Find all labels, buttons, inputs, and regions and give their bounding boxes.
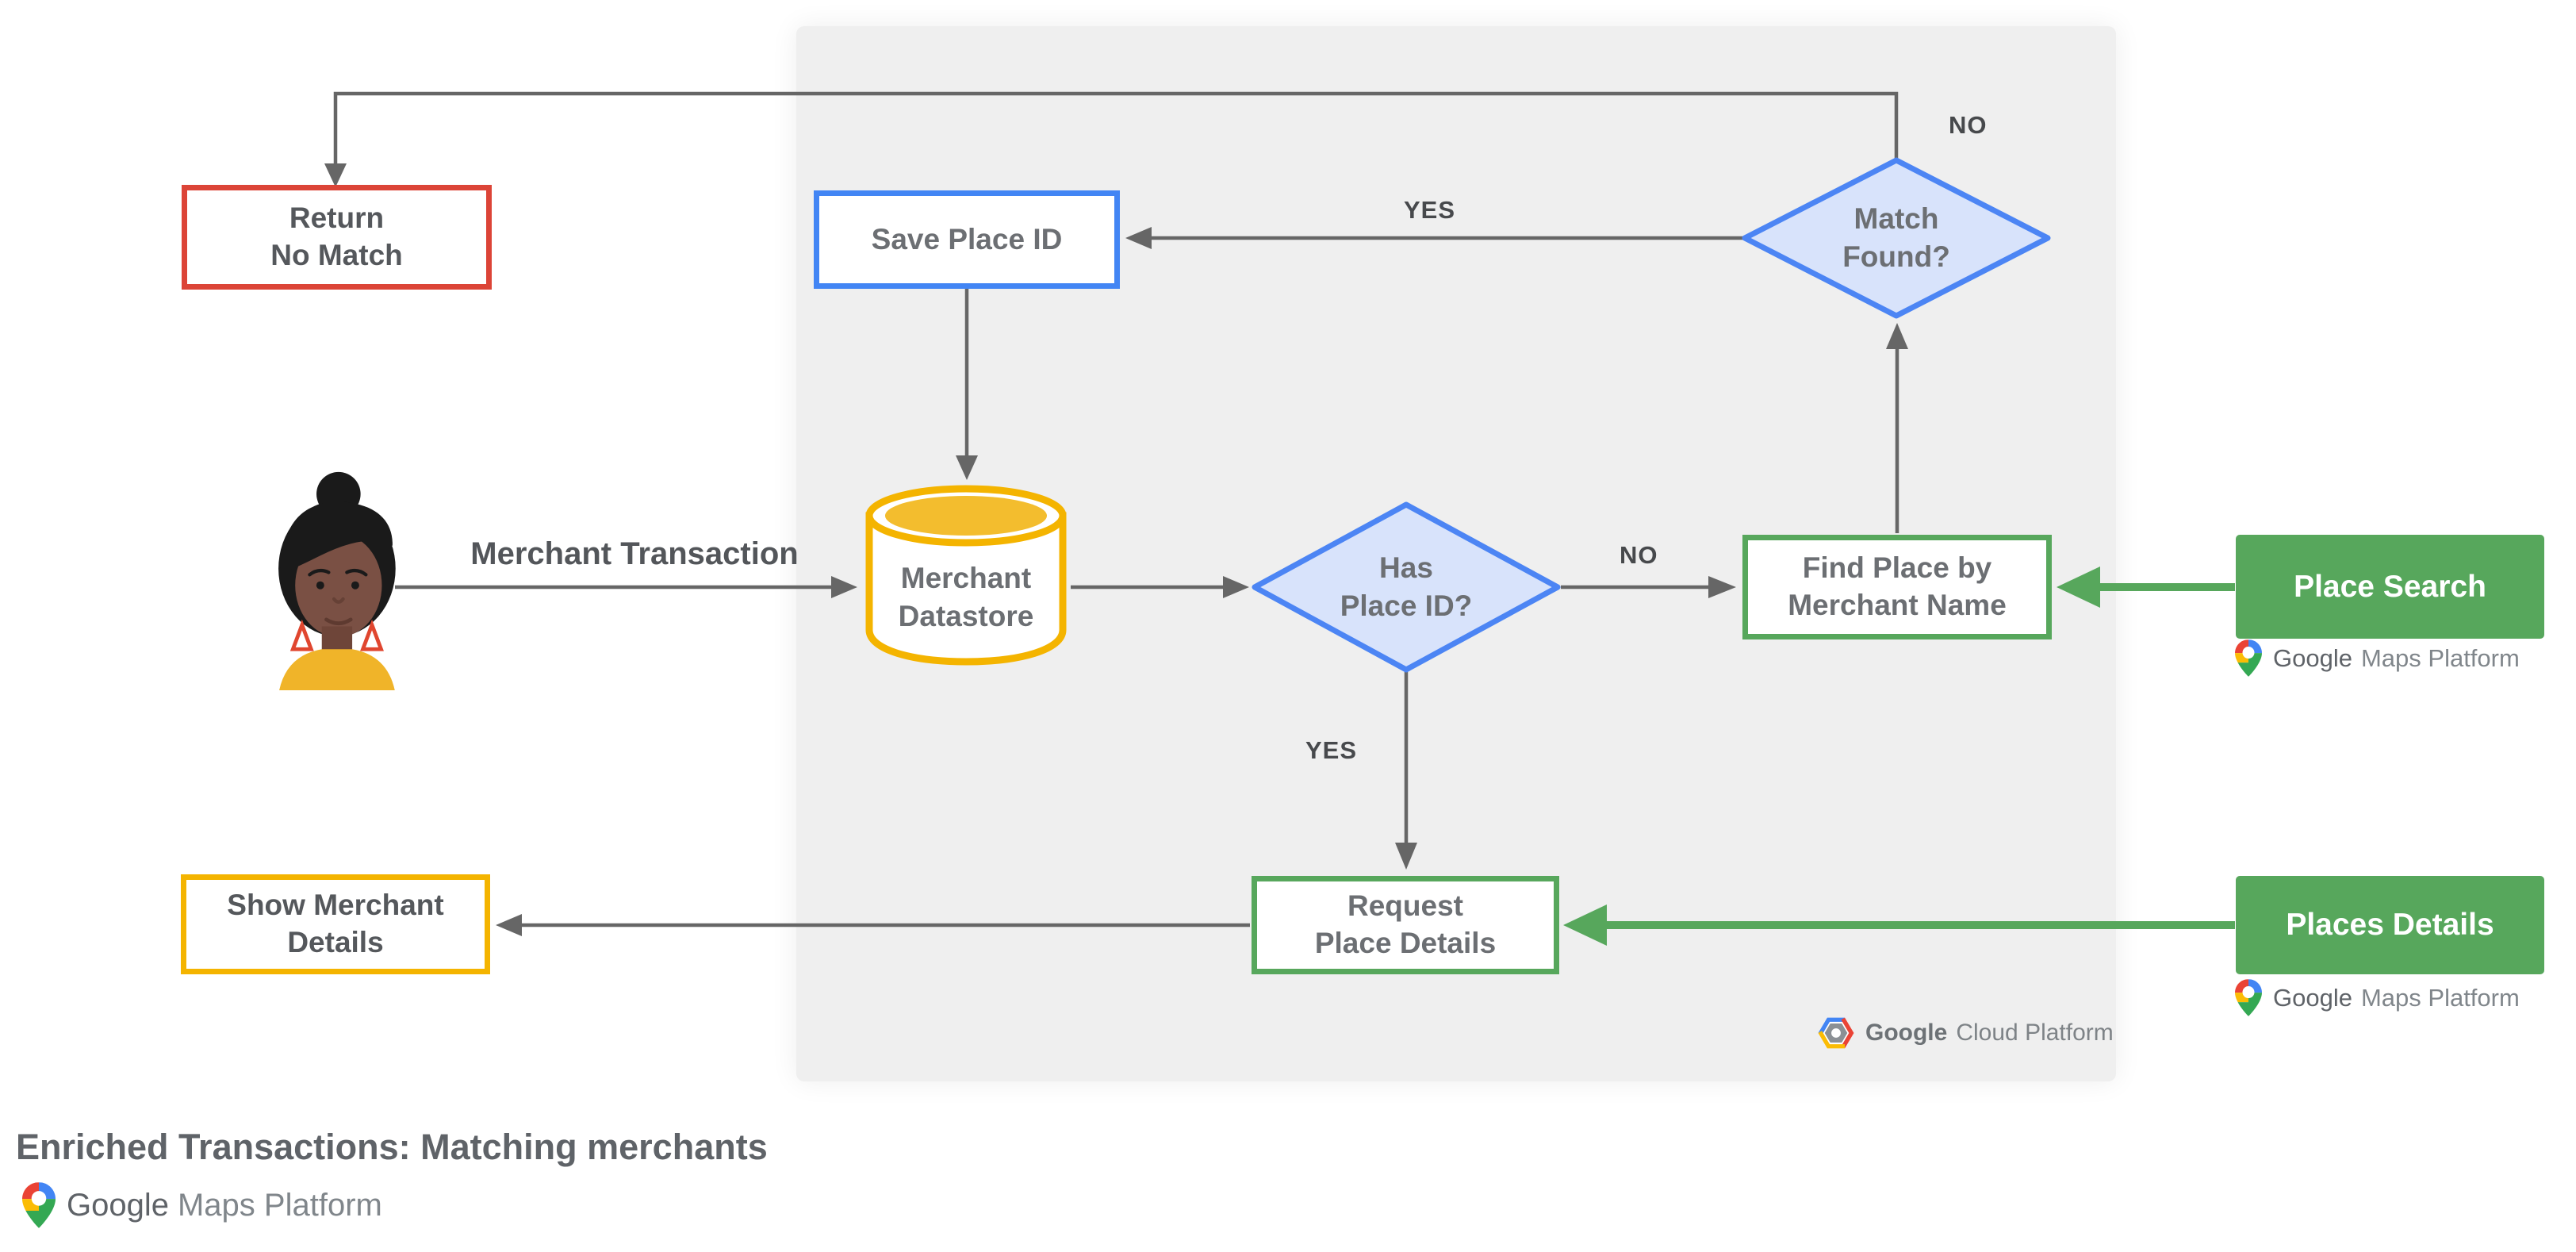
decision-match-found: Match Found? (1741, 156, 2052, 320)
node-show-merchant-details: Show Merchant Details (181, 874, 490, 974)
datastore-label: Merchant Datastore (863, 535, 1069, 660)
api-label: Place Search (2294, 569, 2486, 604)
logo-text-product: Maps Platform (2360, 643, 2520, 672)
node-label-line: Match (1853, 202, 1939, 235)
node-label-line: Has (1379, 551, 1433, 584)
node-find-place-by-merchant-name: Find Place by Merchant Name (1742, 535, 2052, 639)
google-maps-platform-logo: Google Maps Platform (2235, 979, 2520, 1016)
node-label-line: Show Merchant (227, 889, 444, 922)
node-label-line: Place Details (1314, 927, 1497, 959)
edge-label-yes-has: YES (1305, 736, 1358, 764)
diamond-shape (1252, 501, 1561, 673)
node-place-search-api: Place Search (2236, 535, 2544, 639)
node-request-place-details: Request Place Details (1252, 876, 1559, 974)
decision-has-place-id: Has Place ID? (1251, 501, 1562, 674)
node-label-line: Return (289, 202, 385, 235)
node-label-line: Details (287, 926, 384, 958)
arrowhead-into-show (496, 914, 522, 936)
edge-label-yes-match: YES (1404, 196, 1456, 224)
google-cloud-platform-logo: Google Cloud Platform (1818, 1017, 2114, 1049)
logo-text-google: Google (2273, 643, 2352, 672)
decision-label: Has Place ID? (1251, 501, 1562, 674)
logo-text-product: Maps Platform (2360, 983, 2520, 1012)
edge-label-no-has: NO (1620, 541, 1658, 569)
node-label-line: Datastore (898, 600, 1034, 632)
node-save-place-id: Save Place ID (814, 190, 1120, 289)
node-label-line: Save Place ID (871, 222, 1063, 255)
edge-label-merchant-transaction: Merchant Transaction (470, 536, 799, 571)
google-maps-platform-logo: Google Maps Platform (2235, 639, 2520, 677)
google-maps-pin-icon (2235, 979, 2262, 1016)
node-label-line: Merchant (900, 561, 1032, 594)
node-label-line: No Match (270, 239, 403, 271)
google-cloud-hexagon-icon (1818, 1017, 1854, 1049)
arrowhead-into-return (324, 163, 347, 187)
diagram-title: Enriched Transactions: Matching merchant… (16, 1127, 768, 1167)
edge-label-no-top: NO (1949, 111, 1988, 139)
google-maps-pin-icon (22, 1182, 56, 1228)
node-label-line: Request (1347, 889, 1463, 923)
node-merchant-datastore: Merchant Datastore (863, 482, 1069, 666)
decision-label: Match Found? (1741, 156, 2052, 320)
node-return-no-match: Return No Match (182, 185, 492, 290)
google-maps-pin-icon (2235, 639, 2262, 677)
api-label: Places Details (2286, 908, 2494, 942)
logo-text-google: Google (67, 1187, 169, 1223)
node-label-line: Place ID? (1340, 590, 1473, 622)
datastore-cylinder-icon (865, 485, 1067, 666)
node-places-details-api: Places Details (2236, 876, 2544, 974)
logo-text-product: Cloud Platform (1956, 1020, 2114, 1046)
node-label-line: Found? (1842, 240, 1950, 273)
diamond-shape (1742, 157, 2051, 319)
google-maps-platform-logo-footer: Google Maps Platform (22, 1182, 382, 1228)
node-label-line: Find Place by (1802, 551, 1992, 585)
logo-text-google: Google (1865, 1020, 1948, 1046)
logo-text-google: Google (2273, 983, 2352, 1012)
logo-text-product: Maps Platform (177, 1187, 382, 1223)
user-avatar-icon (278, 471, 396, 690)
node-label-line: Merchant Name (1788, 589, 2007, 621)
